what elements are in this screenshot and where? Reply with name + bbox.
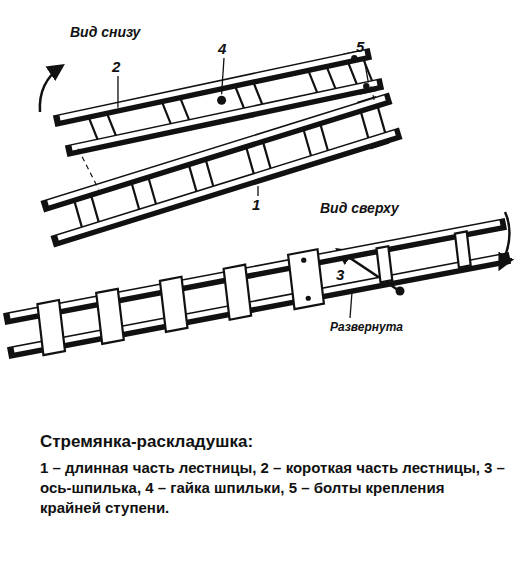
- rail-face: [14, 257, 504, 350]
- figure-title: Стремянка-раскладушка:: [40, 432, 253, 452]
- callout-number: 5: [356, 38, 364, 55]
- plate-bolt: [301, 258, 306, 263]
- step-bar: [455, 231, 471, 267]
- view-label: Вид снизу: [70, 24, 140, 40]
- plate-bolt: [306, 296, 311, 301]
- rotation-arrow: [40, 66, 62, 112]
- callout-number: 3: [336, 266, 344, 283]
- step-board: [37, 300, 65, 355]
- fold-guide: [78, 149, 98, 190]
- leader-line: [356, 58, 358, 60]
- leader-line: [117, 76, 118, 108]
- callout-number: 1: [252, 196, 260, 213]
- step-bar: [377, 246, 393, 282]
- short-rail-face: [60, 53, 365, 118]
- step-board: [224, 265, 252, 320]
- leader-line: [364, 58, 368, 82]
- view-label: Вид сверху: [320, 200, 399, 216]
- callout-number: 2: [112, 58, 120, 75]
- fold-guide: [371, 86, 375, 103]
- end-bolt: [351, 55, 357, 61]
- end-bolt: [363, 83, 369, 89]
- stud-nut: [217, 96, 226, 105]
- leader-line: [222, 58, 224, 94]
- long-rail-face: [58, 133, 395, 238]
- end-step-plate: [288, 249, 324, 309]
- state-label: Развернута: [330, 320, 403, 334]
- stud-head: [396, 287, 405, 296]
- rotation-arrow: [500, 212, 509, 268]
- step-board: [96, 289, 124, 344]
- leader-line: [350, 292, 352, 318]
- top-view: [10, 212, 509, 355]
- callout-number: 4: [218, 40, 226, 57]
- figure-caption: 1 – длинная часть лестницы, 2 – короткая…: [40, 458, 505, 517]
- step-board: [160, 277, 188, 332]
- leader-line: [257, 186, 258, 196]
